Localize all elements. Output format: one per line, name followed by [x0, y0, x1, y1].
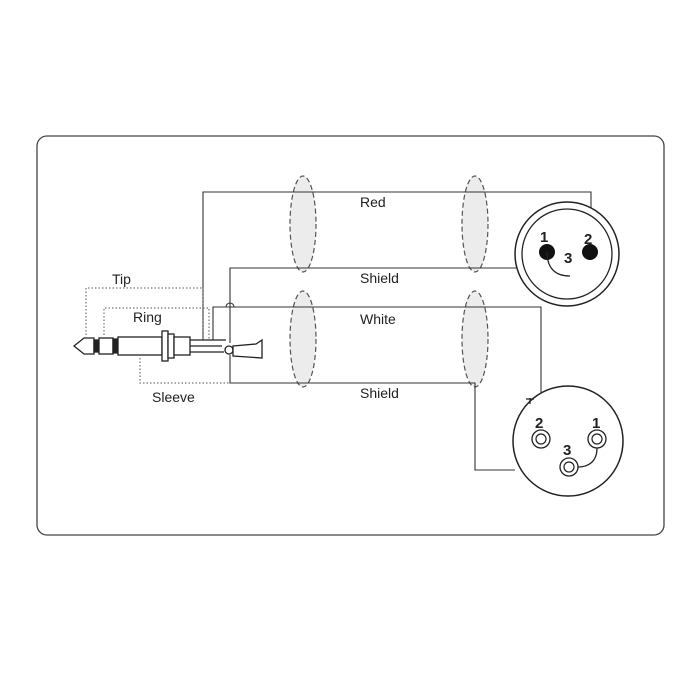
plug-tip — [72, 337, 95, 355]
shield-ellipse-bottom-right — [461, 290, 489, 388]
xlr-male-pin-2-dot — [582, 244, 598, 260]
xlr-male-connector: 1 2 3 — [514, 201, 620, 307]
diagram-frame — [36, 135, 665, 536]
plug-sleeve-lug — [224, 345, 234, 355]
xlr-female-pin-1-socket-inner — [591, 433, 603, 445]
shield-ellipse-top-left — [289, 175, 317, 273]
plug-collar — [161, 330, 169, 362]
wire-crossover — [225, 302, 235, 308]
xlr-female-pin-2-socket-inner — [535, 433, 547, 445]
plug-tip-ring-insulator — [93, 339, 100, 353]
trs-plug — [72, 330, 263, 362]
tip-label: Tip — [112, 271, 131, 287]
shield-bottom-label: Shield — [360, 385, 399, 401]
shield-top-label: Shield — [360, 270, 399, 286]
plug-sleeve — [117, 336, 163, 356]
xlr-male-pin-1-label: 1 — [540, 229, 548, 246]
white-wire-label: White — [360, 311, 396, 327]
sleeve-label: Sleeve — [152, 389, 195, 405]
xlr-female-pin-1-3-jumper — [577, 447, 598, 468]
plug-body — [173, 336, 191, 356]
plug-label-leaders — [85, 287, 230, 384]
xlr-female-outer-ring — [512, 385, 624, 497]
shield-ellipse-bottom-left — [289, 290, 317, 388]
red-wire-label: Red — [360, 194, 386, 210]
shield-wire-top — [229, 267, 520, 343]
xlr-male-pin-2-label: 2 — [584, 231, 592, 248]
plug-sleeve-tab — [232, 338, 263, 359]
ring-label: Ring — [133, 309, 162, 325]
xlr-female-latch — [526, 398, 534, 404]
shield-ellipses — [289, 175, 489, 388]
shield-ellipse-top-right — [461, 175, 489, 273]
xlr-female-connector: 2 1 3 — [512, 385, 624, 497]
xlr-male-inner-ring — [521, 208, 613, 300]
tip-leader — [85, 287, 204, 340]
shield-wire-bottom — [229, 355, 515, 471]
xlr-male-pin-3-label: 3 — [564, 250, 572, 267]
plug-collar-2 — [167, 333, 175, 359]
xlr-female-pin-1-label: 1 — [592, 415, 600, 432]
plug-terminals — [190, 339, 226, 353]
sleeve-leader — [139, 358, 230, 384]
xlr-male-pin-1-3-jumper — [546, 251, 571, 277]
plug-ring-sleeve-insulator — [112, 338, 119, 354]
ring-leader — [103, 307, 210, 340]
xlr-female-pin-3-label: 3 — [563, 442, 571, 459]
white-wire — [212, 306, 542, 420]
xlr-female-pin-3-socket-inner — [563, 461, 575, 473]
xlr-female-pin-2-label: 2 — [535, 415, 543, 432]
plug-ring — [98, 337, 114, 355]
